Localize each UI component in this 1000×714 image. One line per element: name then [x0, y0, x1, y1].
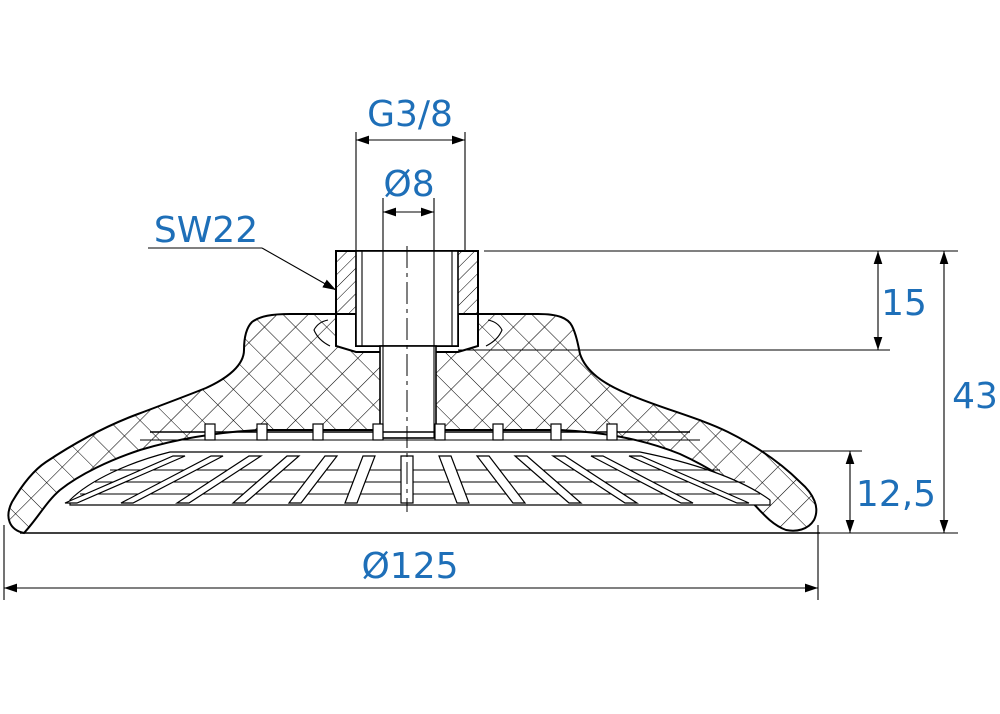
grid-tooth — [550, 423, 562, 441]
label-fitting-height: 15 — [881, 283, 927, 324]
grid-tooth — [372, 423, 384, 441]
label-total-height: 43 — [952, 376, 998, 417]
grid-tooth — [492, 423, 504, 441]
grid-bar — [120, 455, 224, 504]
grid-tooth — [256, 423, 268, 441]
leader-wrench: SW22 — [148, 210, 337, 291]
label-bore: Ø8 — [383, 164, 434, 205]
dim-total-height: 43 — [820, 251, 998, 534]
label-lip-height: 12,5 — [856, 474, 936, 515]
grid-tooth — [434, 423, 446, 441]
dim-lip-height: 12,5 — [760, 450, 936, 533]
grid-tooth — [606, 423, 618, 441]
label-thread: G3/8 — [367, 94, 453, 135]
grid-bar — [475, 455, 527, 504]
grid-bar — [438, 455, 470, 504]
dim-fitting-height: 15 — [458, 250, 958, 351]
dim-thread: G3/8 — [355, 94, 466, 251]
dim-bore: Ø8 — [382, 164, 435, 438]
grid-bar — [174, 455, 264, 504]
support-grid — [64, 423, 771, 506]
grid-bar — [590, 455, 694, 504]
grid-bar — [513, 455, 583, 504]
grid-bar — [628, 455, 750, 504]
grid-bar — [231, 455, 301, 504]
grid-tooth — [312, 423, 324, 441]
grid-bar — [287, 455, 339, 504]
grid-bar — [344, 455, 376, 504]
grid-bar — [64, 455, 186, 504]
grid-tooth — [204, 423, 216, 441]
grid-bar — [550, 455, 640, 504]
dim-diameter: Ø125 — [3, 525, 819, 600]
label-diameter: Ø125 — [361, 546, 458, 587]
label-wrench: SW22 — [154, 210, 258, 251]
